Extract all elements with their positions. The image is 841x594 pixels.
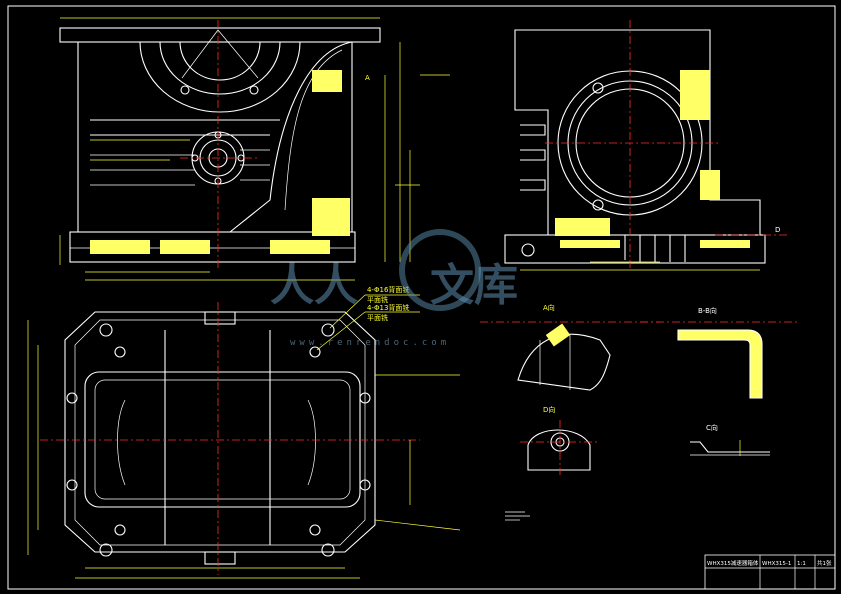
title-block[interactable]: WHX315减速器箱体 WHX315-1 1:1 共1张 <box>704 554 836 590</box>
hole-callouts: 4-Φ16背面铣 平面铣 4-Φ13背面铣 平面铣 <box>316 285 461 531</box>
notes <box>505 511 530 521</box>
drawing-number: WHX315-1 <box>762 561 791 567</box>
mark-a-front: A <box>365 74 370 82</box>
sheet-count: 共1张 <box>817 559 832 567</box>
mark-d: D <box>775 226 780 234</box>
watermark-url: www.renrendoc.com <box>290 338 450 348</box>
label-a-view: A向 <box>543 303 555 312</box>
side-view[interactable]: D <box>504 20 790 271</box>
watermark-right: 文库 <box>430 260 518 311</box>
callout-holes-16: 4-Φ16背面铣 <box>367 285 409 294</box>
callout-holes-13: 4-Φ13背面铣 <box>367 303 409 312</box>
label-b-section: B-B向 <box>698 306 717 315</box>
callout-flat-2: 平面铣 <box>367 313 388 322</box>
c-view[interactable]: C向 <box>690 423 770 456</box>
callout-flat-1: 平面铣 <box>367 295 388 304</box>
watermark-left: 人人 <box>270 260 358 311</box>
sheet-border <box>7 5 836 590</box>
d-view[interactable]: D向 <box>520 405 600 475</box>
label-d-view: D向 <box>543 405 555 414</box>
part-name: WHX315减速器箱体 <box>707 559 759 567</box>
b-b-section[interactable]: B-B向 <box>640 306 800 399</box>
label-c-view: C向 <box>706 423 718 432</box>
watermark: 人人 文库 www.renrendoc.com <box>270 229 518 348</box>
front-view[interactable] <box>59 17 450 281</box>
scale: 1:1 <box>797 561 806 567</box>
top-view[interactable] <box>27 302 420 579</box>
a-view[interactable]: A向 <box>480 303 660 391</box>
